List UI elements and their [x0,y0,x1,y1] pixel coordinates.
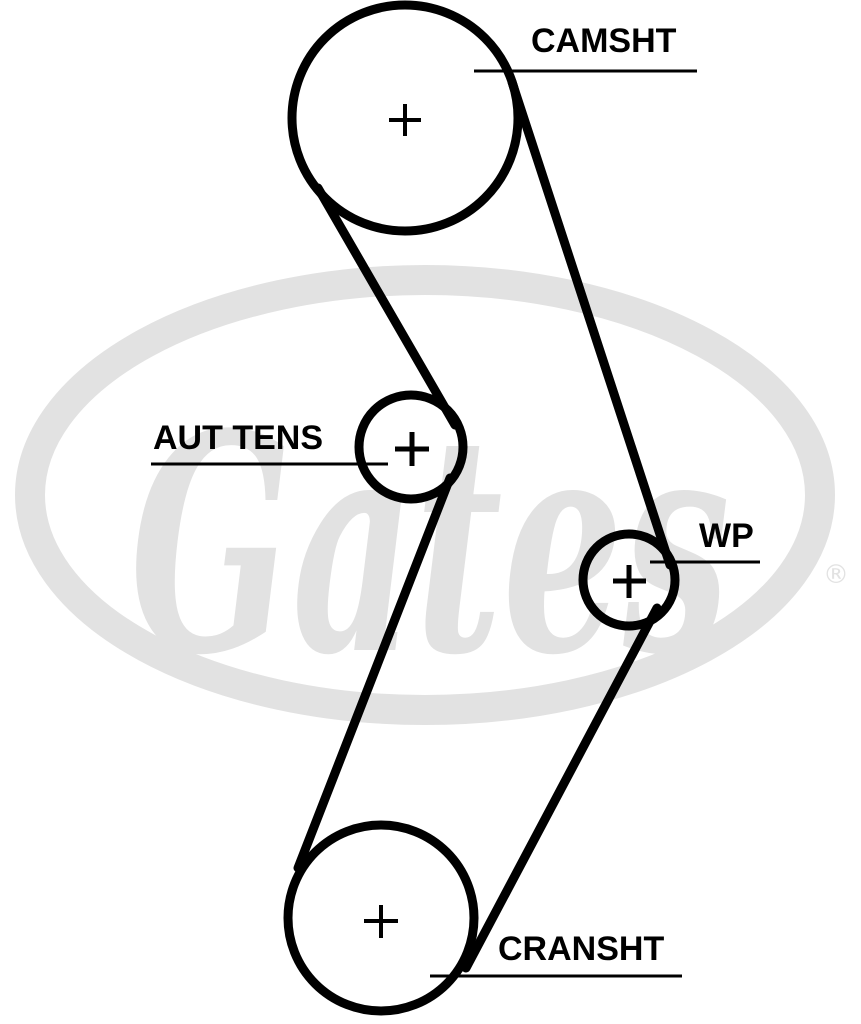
belt-segment-cam-waterpump [507,77,675,570]
plus-icon [613,565,646,598]
belt-segment-tensioner-crank [293,473,455,873]
crankshaft-pulley [283,820,479,1016]
crankshaft-label: CRANSHT [498,930,664,968]
camshaft-label: CAMSHT [531,22,677,60]
plus-icon [364,905,398,938]
camshaft-pulley [287,0,523,236]
timing-belt [293,77,675,973]
plus-icon [395,432,429,466]
tensioner-label: AUT TENS [153,419,323,457]
registered-mark: ® [823,560,849,590]
water-pump-pulley [578,529,680,631]
plus-icon [389,104,421,136]
belt-segment-cam-tensioner [313,183,460,430]
tensioner-pulley [354,390,468,504]
water-pump-label: WP [699,517,754,555]
belt-segment-waterpump-crank [461,603,662,973]
watermark-oval [15,265,835,725]
